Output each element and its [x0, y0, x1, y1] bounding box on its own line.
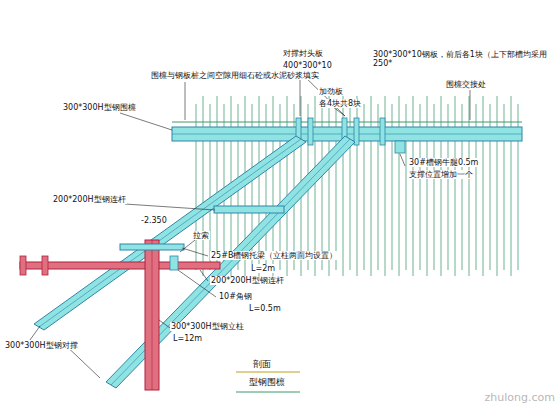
annotation-label: 支撑位置增加一个 — [408, 170, 474, 179]
link-beam — [214, 206, 284, 213]
annotation-label: -2.350 — [140, 216, 168, 225]
annotation-label: 各4块共8块 — [318, 99, 362, 108]
annotation-label: L=12m — [172, 334, 203, 343]
annotation-label: L=0.5m — [248, 304, 282, 313]
annotation-label: 25#B槽钢托梁（立柱两面均设置） — [210, 251, 338, 260]
annotation-label: 400*300*10 — [282, 61, 333, 70]
annotation-label: 300*300H型钢对撑 — [4, 341, 79, 350]
annotation-label: 10#角钢 — [218, 292, 253, 301]
annotation-label: 200*200H型钢连杆 — [210, 276, 285, 285]
annotation-label: 300*300H型钢围檩 — [62, 103, 137, 112]
link-beam — [20, 262, 220, 269]
annotation-label: 围檩交接处 — [445, 80, 487, 89]
annotation-label: 剖面 — [252, 359, 272, 369]
channel-bracket — [395, 141, 405, 153]
annotation-label: 300*300*10钢板，前后各1块（上下部槽均采用250* — [372, 50, 556, 68]
annotation-label: 300*300H型钢立柱 — [170, 322, 245, 331]
watermark: zhulong.com — [484, 392, 556, 405]
leader-lines — [30, 72, 470, 378]
annotation-label: 型钢围檩 — [248, 377, 286, 387]
annotation-label: 围檩与钢板桩之间空隙用细石砼或水泥砂浆填实 — [150, 71, 320, 80]
annotation-label: 200*200H型钢连杆 — [52, 195, 127, 204]
annotation-label: 拉索 — [192, 231, 210, 240]
channel-beam — [120, 244, 184, 250]
annotation-label: 加劲板 — [318, 87, 344, 96]
annotation-label: 30#槽钢牛腿0.5m — [408, 158, 479, 167]
steel-column — [145, 240, 159, 390]
annotation-label: L=2m — [250, 264, 276, 273]
annotation-label: 对撑封头板 — [282, 49, 324, 58]
